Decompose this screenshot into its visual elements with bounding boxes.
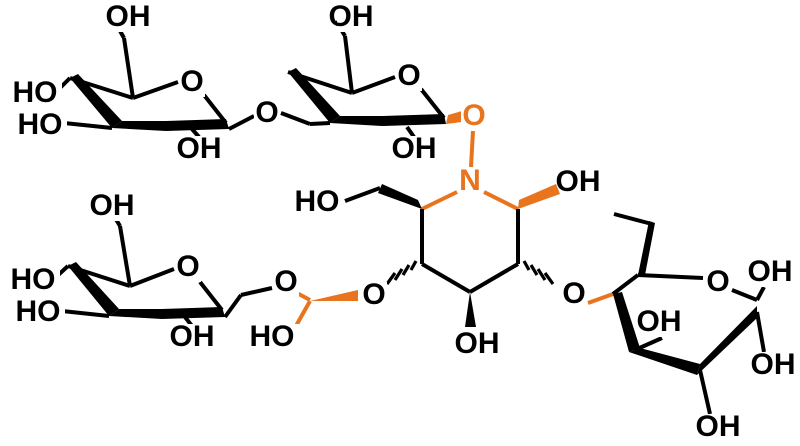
label-O-right-ring: O <box>706 265 729 298</box>
bond-tl-ringO-anomeric <box>202 93 228 125</box>
label-HO-ll-lower: HO <box>16 295 61 328</box>
bond-tl-oh-down <box>190 127 201 139</box>
label-O-tr-ring: O <box>397 59 420 92</box>
bond-ll-ch2oh <box>118 225 132 287</box>
bond-core-ch2-to-HO <box>344 186 381 203</box>
bond-r-front-1 <box>613 292 640 352</box>
bond-ll-to-O <box>223 293 243 319</box>
bond-tl-front-3 <box>166 119 229 131</box>
label-OH-right-bottom: OH <box>696 410 741 443</box>
bond-ll-ringO-anomeric <box>198 280 224 312</box>
bond-right-orange-link <box>587 292 614 305</box>
label-OH-core-bottom: OH <box>455 327 500 360</box>
label-OH-right-upper: OH <box>748 255 793 288</box>
hash-core-right-O <box>522 260 555 285</box>
bond-r-2 <box>637 273 704 280</box>
bond-r-1 <box>611 273 640 296</box>
label-N-core: N <box>459 164 481 197</box>
bond-N-C6-orange <box>483 190 519 211</box>
bond-r-front-3 <box>697 306 757 375</box>
bond-tl-ch2oh <box>122 37 135 99</box>
bond-r-inner-OH <box>634 336 663 352</box>
wedge-bridge-to-O <box>310 290 358 301</box>
bond-ll-2 <box>129 267 175 288</box>
label-O-ll-ring: O <box>176 250 199 283</box>
ring-lower-left <box>54 209 243 328</box>
label-OH-tr-top: OH <box>329 0 374 33</box>
label-OH-ll-bottom: OH <box>170 320 215 353</box>
bond-ll-front-3 <box>162 307 225 319</box>
bond-tl-front-2 <box>112 121 166 131</box>
bond-r-ringO-anomeric <box>731 288 758 302</box>
label-O-glycosidic-top: O <box>255 96 278 129</box>
label-O-tl-ring: O <box>180 65 203 98</box>
label-HO-tl-lower: HO <box>18 108 63 141</box>
bond-tl-to-glycosidic-O <box>228 114 255 131</box>
atom-label-group: OH HO HO O OH O OH O OH O N HO OH <box>6 0 796 443</box>
bond-r-bottom-OH <box>698 369 712 415</box>
wedge-core-OH-orange <box>518 184 560 209</box>
label-OH-right-lower: OH <box>751 348 796 381</box>
bond-lowerleft-to-O <box>240 286 273 297</box>
label-HO-ll-upper: HO <box>11 263 56 296</box>
bond-r-OH-upper <box>755 286 766 301</box>
bond-tr-front-1 <box>288 68 340 123</box>
label-O-N-linkage: O <box>462 99 485 132</box>
bond-tr-oh-down <box>405 125 416 139</box>
label-O-bridge-right: O <box>362 278 385 311</box>
bond-ll-ho-lower <box>61 309 110 318</box>
bond-N-C2-orange <box>421 190 458 211</box>
label-OH-core-upper: OH <box>556 165 601 198</box>
bond-ll-front-1 <box>68 262 119 316</box>
bond-tr-front-2 <box>330 116 383 126</box>
label-O-bridge-left: O <box>274 265 297 298</box>
bond-tr-ch2oh <box>343 35 354 94</box>
label-HO-core-ch2oh: HO <box>295 185 340 218</box>
label-OH-ll-top: OH <box>90 189 135 222</box>
label-OH-tr-bottom: OH <box>392 132 437 165</box>
wedge-core-bottom-OH <box>465 292 476 327</box>
bond-tr-left-link <box>309 121 331 126</box>
bond-core-bottom-left <box>420 262 472 294</box>
ring-right-fucose <box>587 212 766 415</box>
label-OH-tl-bottom: OH <box>177 132 222 165</box>
bond-tl-front-1 <box>70 74 122 128</box>
ring-top-left <box>56 21 255 139</box>
label-O-right-link: O <box>562 277 585 310</box>
label-OH-right-inner: OH <box>637 305 682 338</box>
bond-r-OH-lower <box>755 311 766 353</box>
label-HO-bridge: HO <box>250 320 295 353</box>
bond-core-bottom-right <box>468 262 520 294</box>
wedge-r-methyl <box>638 221 655 275</box>
label-HO-tl-upper: HO <box>13 76 58 109</box>
bond-r-front-2 <box>629 348 700 375</box>
bond-tr-to-orange-O <box>446 111 462 124</box>
bond-ll-front-2 <box>109 309 162 319</box>
bond-glycosidic-top <box>280 111 311 126</box>
bond-tr-ringO-anomeric <box>419 87 446 120</box>
bond-tr-2 <box>351 75 396 95</box>
piperidine-core-ring <box>344 184 560 327</box>
wedge-core-ch2oh <box>378 184 422 209</box>
bond-tl-2 <box>132 80 179 100</box>
bond-tr-front-3 <box>383 114 446 126</box>
bond-N-O-orange <box>469 130 475 168</box>
bond-r-methyl-tip <box>613 212 653 226</box>
hash-core-left-O <box>385 260 418 285</box>
ring-top-right <box>287 19 462 139</box>
label-OH-tl-top: OH <box>106 0 151 33</box>
bond-tl-ho-lower <box>63 121 113 130</box>
